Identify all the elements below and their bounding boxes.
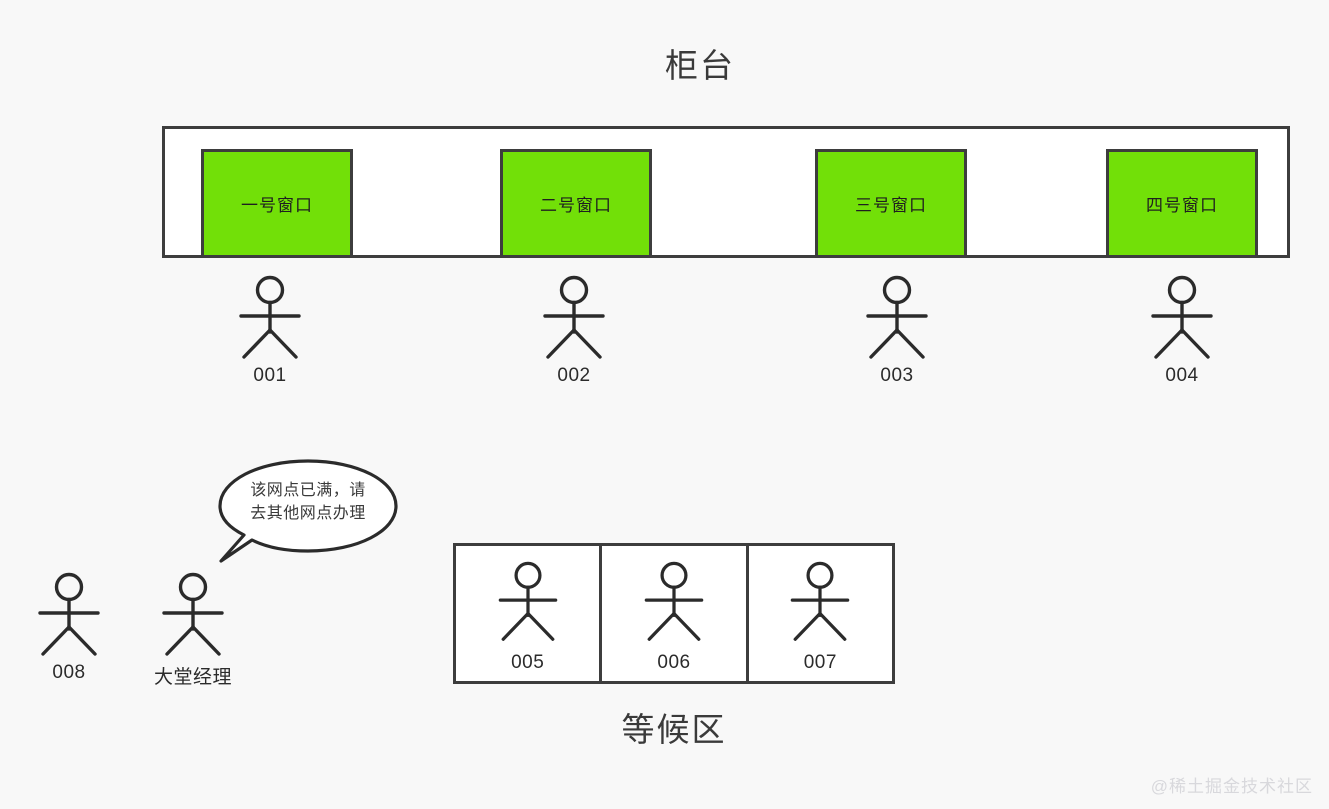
- teller-figure-002[interactable]: 002: [531, 275, 617, 387]
- stick-figure-icon: [487, 560, 569, 651]
- stick-figure-icon: [1139, 275, 1225, 363]
- speech-bubble-line-2: 去其他网点办理: [250, 505, 366, 522]
- teller-label-004: 004: [1165, 365, 1199, 386]
- customer-label-008: 008: [52, 662, 86, 683]
- teller-label-003: 003: [880, 365, 914, 386]
- stick-figure-icon: [854, 275, 940, 363]
- teller-figure-003[interactable]: 003: [854, 275, 940, 387]
- teller-label-001: 001: [253, 365, 287, 386]
- stick-figure-icon: [779, 560, 861, 651]
- waiting-seat-007[interactable]: 007: [749, 546, 892, 681]
- service-window-4[interactable]: 四号窗口: [1106, 149, 1258, 258]
- counter-title: 柜台: [665, 47, 735, 84]
- speech-bubble: 该网点已满，请 去其他网点办理: [218, 459, 398, 563]
- lobby-manager-figure[interactable]: 大堂经理: [150, 572, 236, 689]
- waiting-area: 005 006: [453, 543, 895, 684]
- teller-figure-001[interactable]: 001: [227, 275, 313, 387]
- service-window-3-label: 三号窗口: [855, 196, 927, 215]
- service-window-2[interactable]: 二号窗口: [500, 149, 652, 258]
- speech-bubble-text: 该网点已满，请 去其他网点办理: [232, 479, 384, 525]
- stick-figure-icon: [26, 572, 112, 660]
- waiting-seat-005[interactable]: 005: [456, 546, 603, 681]
- stick-figure-icon: [531, 275, 617, 363]
- teller-label-002: 002: [557, 365, 591, 386]
- service-window-1-label: 一号窗口: [241, 196, 313, 215]
- waiting-seat-006[interactable]: 006: [602, 546, 749, 681]
- teller-figure-004[interactable]: 004: [1139, 275, 1225, 387]
- stick-figure-icon: [150, 572, 236, 660]
- waiting-seat-label-005: 005: [511, 651, 545, 673]
- waiting-seat-label-007: 007: [803, 651, 837, 673]
- waiting-area-title: 等候区: [621, 711, 727, 748]
- service-window-3[interactable]: 三号窗口: [815, 149, 967, 258]
- speech-bubble-line-1: 该网点已满，请: [250, 482, 366, 499]
- service-window-1[interactable]: 一号窗口: [201, 149, 353, 258]
- customer-figure-008[interactable]: 008: [26, 572, 112, 684]
- service-window-2-label: 二号窗口: [540, 196, 612, 215]
- watermark: @稀土掘金技术社区: [1150, 777, 1313, 796]
- stick-figure-icon: [633, 560, 715, 651]
- service-window-4-label: 四号窗口: [1146, 196, 1218, 215]
- stick-figure-icon: [227, 275, 313, 363]
- lobby-manager-label: 大堂经理: [153, 667, 232, 688]
- waiting-seat-label-006: 006: [657, 651, 691, 673]
